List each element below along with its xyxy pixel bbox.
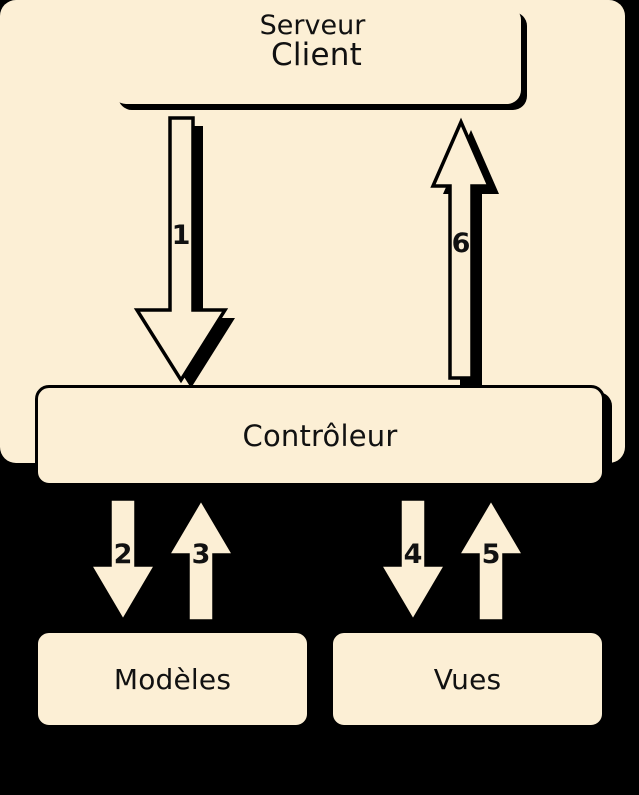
arrow-2-body xyxy=(86,497,160,625)
node-views-label: Vues xyxy=(433,662,502,696)
node-models[interactable]: Modèles xyxy=(35,630,310,728)
node-views[interactable]: Vues xyxy=(330,630,605,728)
arrow-5: 5 xyxy=(454,495,568,635)
arrow-3-body xyxy=(164,495,238,623)
node-controller-label: Contrôleur xyxy=(242,418,398,453)
arrow-4-body xyxy=(376,497,450,625)
arrow-6-body xyxy=(430,117,492,380)
node-models-label: Modèles xyxy=(113,662,232,696)
arrow-6: 6 xyxy=(430,117,533,386)
arrow-1-body xyxy=(133,116,229,384)
arrow-1: 1 xyxy=(133,110,237,388)
node-server-label: Serveur xyxy=(259,10,366,41)
node-client-label: Client xyxy=(271,37,362,73)
arrow-5-body xyxy=(454,495,528,623)
arrow-3: 3 xyxy=(164,495,278,635)
node-client[interactable]: Client xyxy=(112,6,521,104)
arrow-4: 4 xyxy=(376,495,490,635)
node-controller[interactable]: Contrôleur xyxy=(35,385,605,486)
